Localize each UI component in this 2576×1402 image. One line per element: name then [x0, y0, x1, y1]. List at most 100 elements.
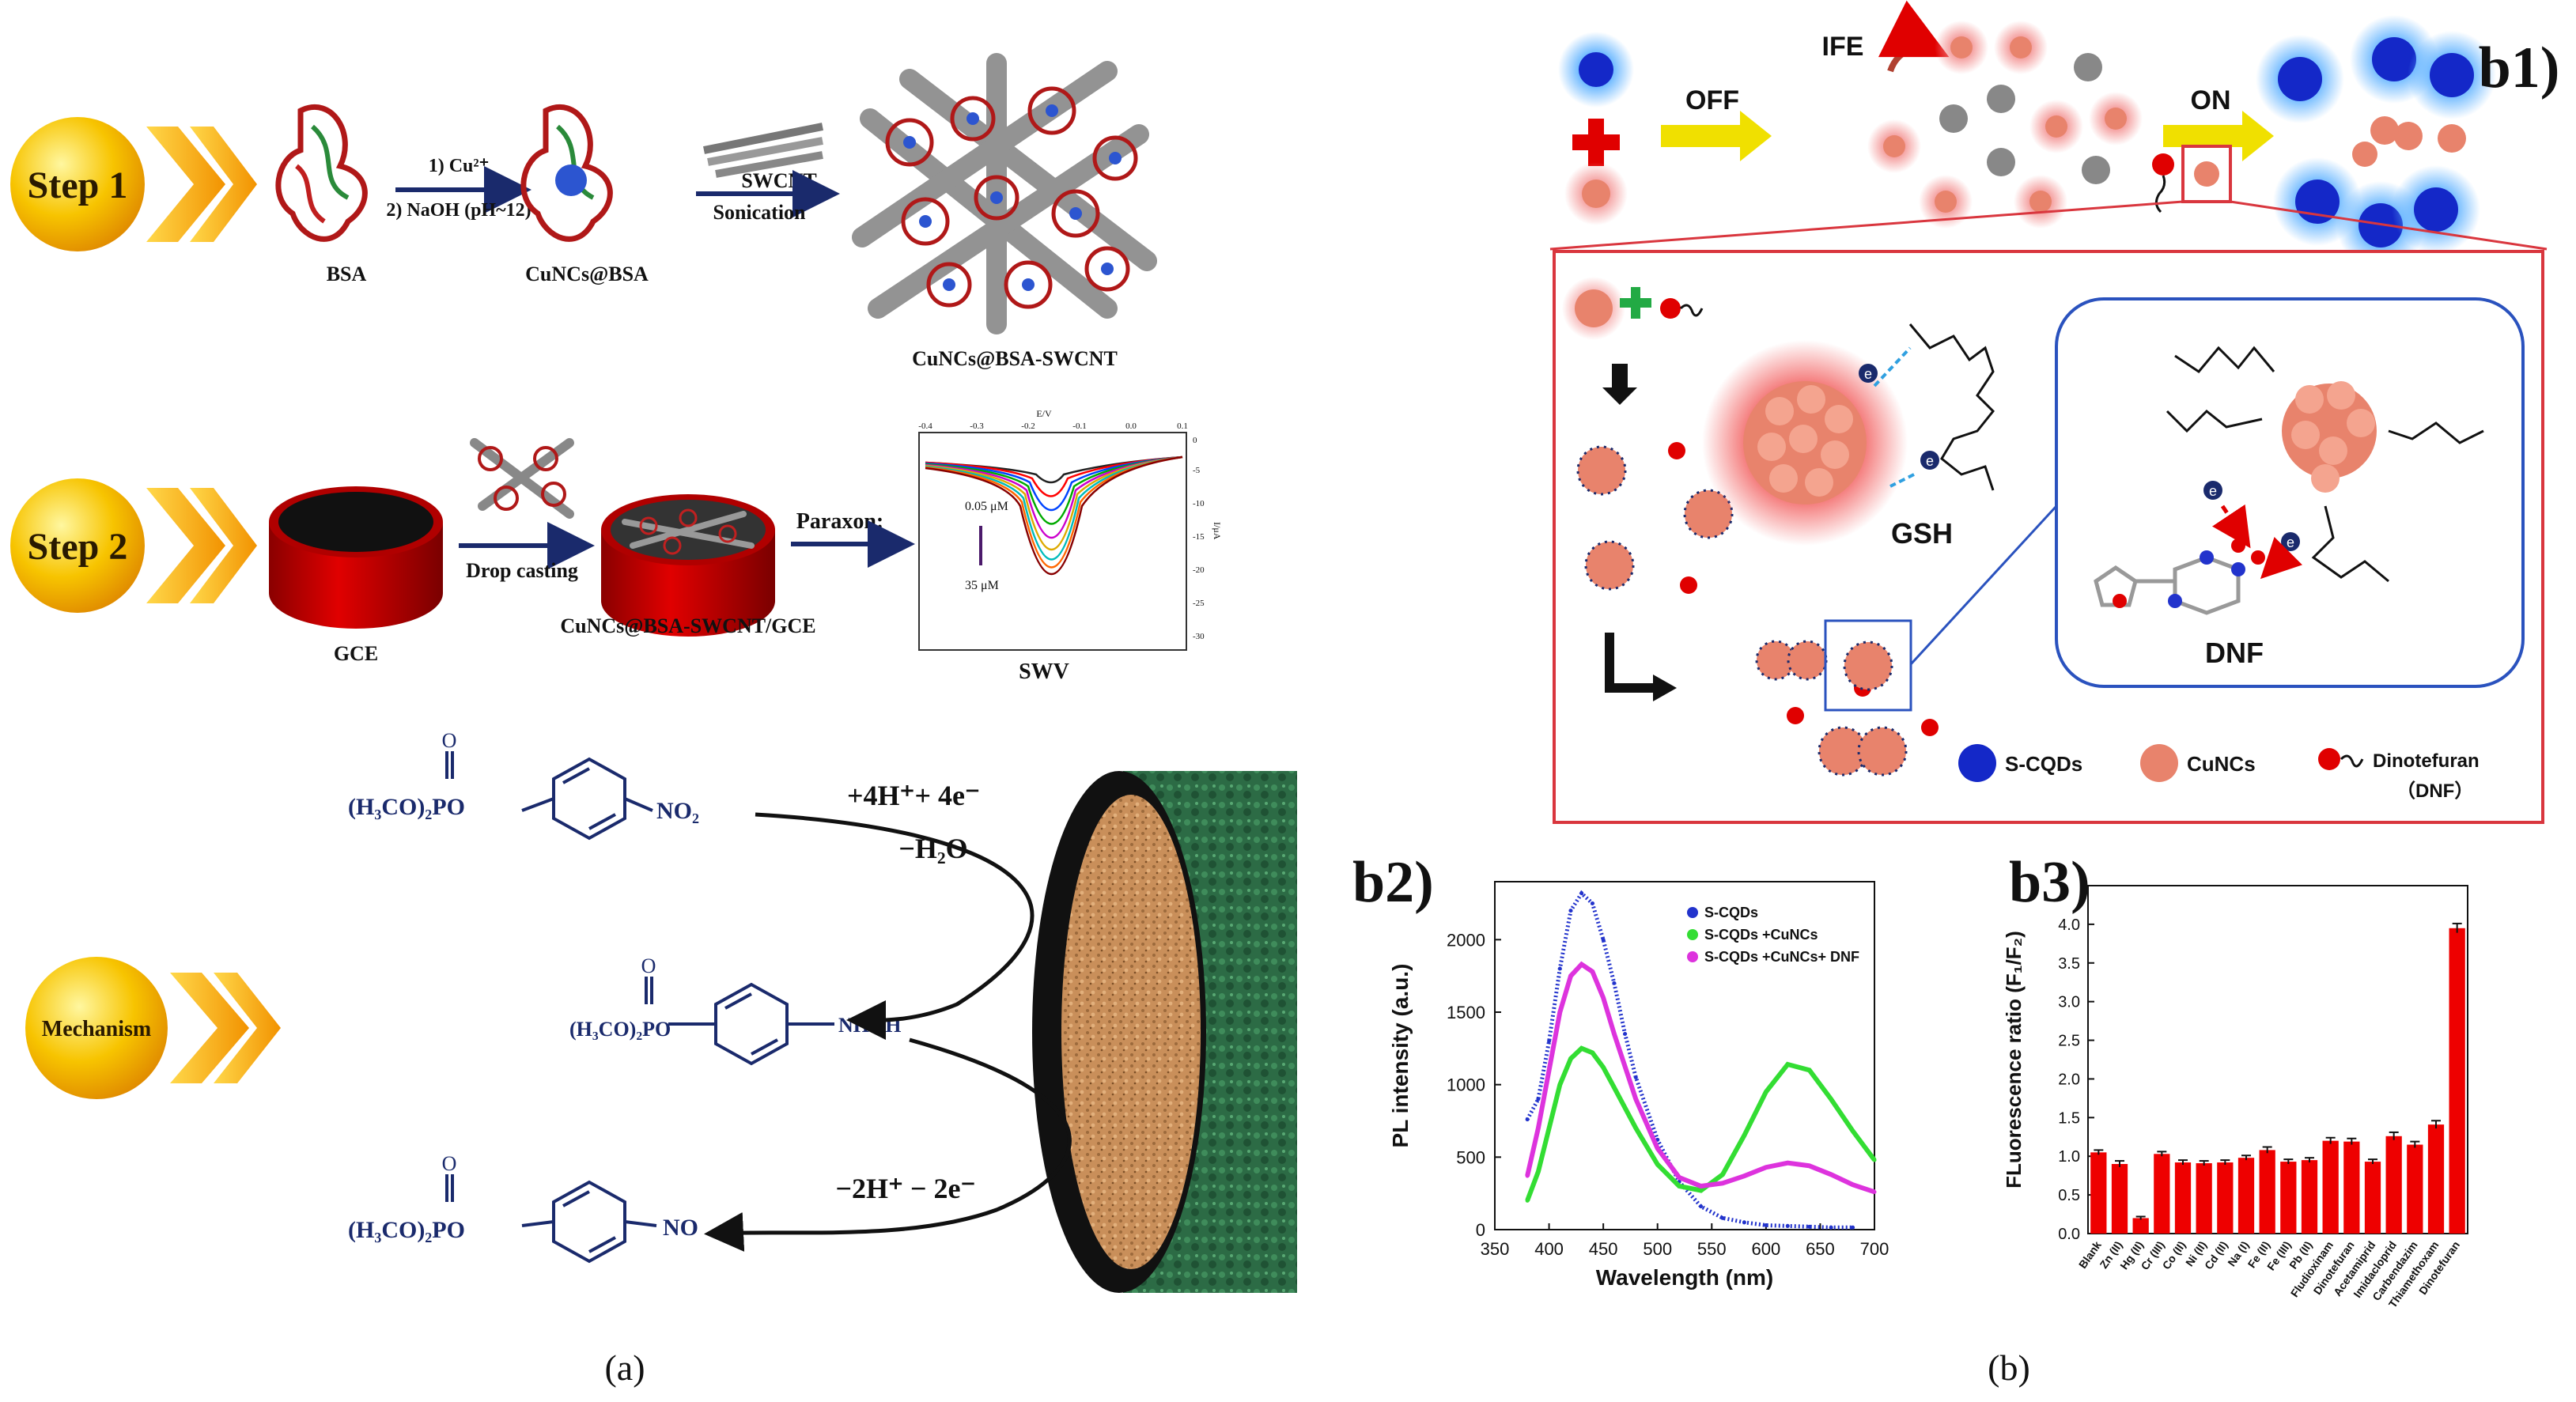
swv-ytick-0: 0: [1193, 436, 1197, 445]
electron-label-1: e: [1864, 366, 1872, 382]
b3-ytick-label: 1.5: [2058, 1109, 2080, 1127]
intermediate-prefix: (H₃CO)₂PO: [569, 1018, 671, 1041]
reaction-eq1: +4H⁺+ 4e⁻: [847, 780, 980, 811]
b3-category-label: Co (II): [2160, 1239, 2188, 1272]
b2-point-s0: [1568, 909, 1573, 913]
b2-ylabel: PL intensity (a.u.): [1388, 964, 1413, 1148]
reaction-arrow-1: [755, 812, 1035, 1041]
b2-ytick-label: 1500: [1447, 1003, 1485, 1022]
swcnt-label: SWCNT: [741, 169, 816, 192]
mechanism-badge: Mechanism: [25, 957, 281, 1099]
b2-point-s1: [1568, 1056, 1573, 1061]
b1-top-scheme: OFF IFE ON: [1549, 0, 2559, 270]
ife-particles: [1867, 21, 2143, 229]
reaction-arrow-2: [704, 1037, 1072, 1252]
b2-legend-marker-1: [1687, 929, 1698, 940]
b2-point-s1: [1557, 1083, 1562, 1087]
b3-bar: [2132, 1218, 2149, 1234]
b3-ytick-label: 0.5: [2058, 1187, 2080, 1204]
b2-point-s2: [1677, 1175, 1681, 1180]
step1-chevron-1: [146, 127, 225, 242]
b2-point-s2: [1590, 969, 1594, 974]
b3-bar: [2090, 1152, 2107, 1234]
b2-point-s2: [1612, 1032, 1617, 1036]
dnf-label: DNF: [2205, 637, 2264, 669]
b2-xtick-label: 500: [1643, 1239, 1672, 1259]
b2-point-s0: [1633, 1075, 1638, 1079]
b2-point-s1: [1536, 1170, 1541, 1174]
b2-point-s2: [1872, 1189, 1877, 1194]
product-group: NO: [663, 1215, 698, 1241]
legend-scqds-label: S-CQDs: [2005, 752, 2082, 776]
b2-point-s1: [1655, 1162, 1660, 1166]
off-label: OFF: [1685, 85, 1739, 115]
b2-point-s1: [1677, 1184, 1681, 1188]
legend-dinotefuran-label: Dinotefuran: [2373, 750, 2480, 772]
b2-ytick-label: 500: [1456, 1147, 1485, 1167]
b2-point-s2: [1601, 996, 1606, 1000]
electrode-surface: [1032, 771, 1297, 1293]
mechanism-label: Mechanism: [42, 1017, 151, 1041]
cuncs-bsa-illustration: [520, 104, 613, 242]
b2-xtick-label: 600: [1751, 1239, 1780, 1259]
zoom-box: [2181, 145, 2232, 203]
legend-scqds-icon: [1958, 744, 1996, 782]
swcnt-tubes-icon: [703, 123, 823, 178]
legend-dnf-icon: [2318, 748, 2340, 770]
reactant-group: NO₂: [656, 798, 699, 824]
b3-label: b3): [2009, 850, 2090, 915]
gsh-label: GSH: [1891, 517, 1953, 550]
b3-bar: [2196, 1163, 2212, 1234]
b3-bar: [2322, 1140, 2339, 1234]
b2-point-s2: [1764, 1165, 1768, 1170]
legend-cuncs-label: CuNCs: [2187, 752, 2256, 776]
step2-label: Step 2: [28, 526, 128, 568]
b3-bar: [2385, 1136, 2402, 1234]
b2-point-s1: [1807, 1068, 1812, 1072]
b2-legend-marker-0: [1687, 907, 1698, 918]
b3-bar: [2364, 1162, 2381, 1234]
product-prefix: (H₃CO)₂PO: [348, 1217, 465, 1243]
b2-point-s1: [1829, 1097, 1833, 1102]
step2-badge: Step 2: [10, 478, 257, 613]
b3-bar: [2237, 1158, 2255, 1234]
b2-xtick-label: 550: [1697, 1239, 1727, 1259]
swv-xtick-3: -0.1: [1072, 421, 1086, 431]
b3-ytick-label: 2.0: [2058, 1071, 2080, 1088]
electron-label-4: e: [2287, 535, 2294, 550]
b2-point-s1: [1590, 1050, 1594, 1055]
b2-point-s0: [1601, 937, 1606, 942]
b2-legend-label-0: S-CQDs: [1704, 905, 1758, 920]
b2-point-s1: [1785, 1062, 1790, 1067]
b2-point-s0: [1557, 966, 1562, 971]
b2-point-s1: [1764, 1090, 1768, 1094]
b2-point-s1: [1601, 1065, 1606, 1070]
cuncs-bsa-swcnt-label: CuNCs@BSA-SWCNT: [912, 347, 1118, 370]
b3-bar: [2154, 1154, 2170, 1234]
swv-ytick-4: -20: [1193, 565, 1205, 575]
sonication-label: Sonication: [713, 201, 806, 224]
cuncs-bsa-swcnt-network: [852, 53, 1157, 334]
intermediate-group: NHOH: [838, 1014, 901, 1037]
step1-arrow-top-label: 1) Cu²⁺: [429, 156, 490, 176]
b2-point-s0: [1547, 1039, 1552, 1044]
b2-point-s1: [1742, 1133, 1746, 1138]
b2-point-s2: [1655, 1146, 1660, 1151]
electron-label-3: e: [2209, 483, 2217, 499]
step1-badge: Step 1: [10, 117, 257, 251]
b3-bar: [2280, 1162, 2297, 1234]
dnf-structure: [2094, 539, 2265, 615]
b3-bar: [2343, 1141, 2360, 1234]
b2-point-s0: [1829, 1225, 1833, 1230]
gsh-structure: [1908, 323, 1995, 491]
off-arrow: [1661, 111, 1772, 161]
b2-point-s2: [1785, 1161, 1790, 1166]
b2-point-s1: [1612, 1085, 1617, 1090]
b3-ytick-label: 3.5: [2058, 955, 2080, 973]
product-molecule: [445, 1174, 657, 1264]
b2-point-s2: [1633, 1097, 1638, 1102]
b3-ylabel: FLuorescence ratio (F₁/F₂): [2002, 931, 2026, 1188]
intermediate-o: O: [641, 954, 656, 977]
panel-b: OFF IFE ON: [1352, 0, 2559, 1388]
reaction-eq1b: −H₂O: [898, 833, 967, 864]
